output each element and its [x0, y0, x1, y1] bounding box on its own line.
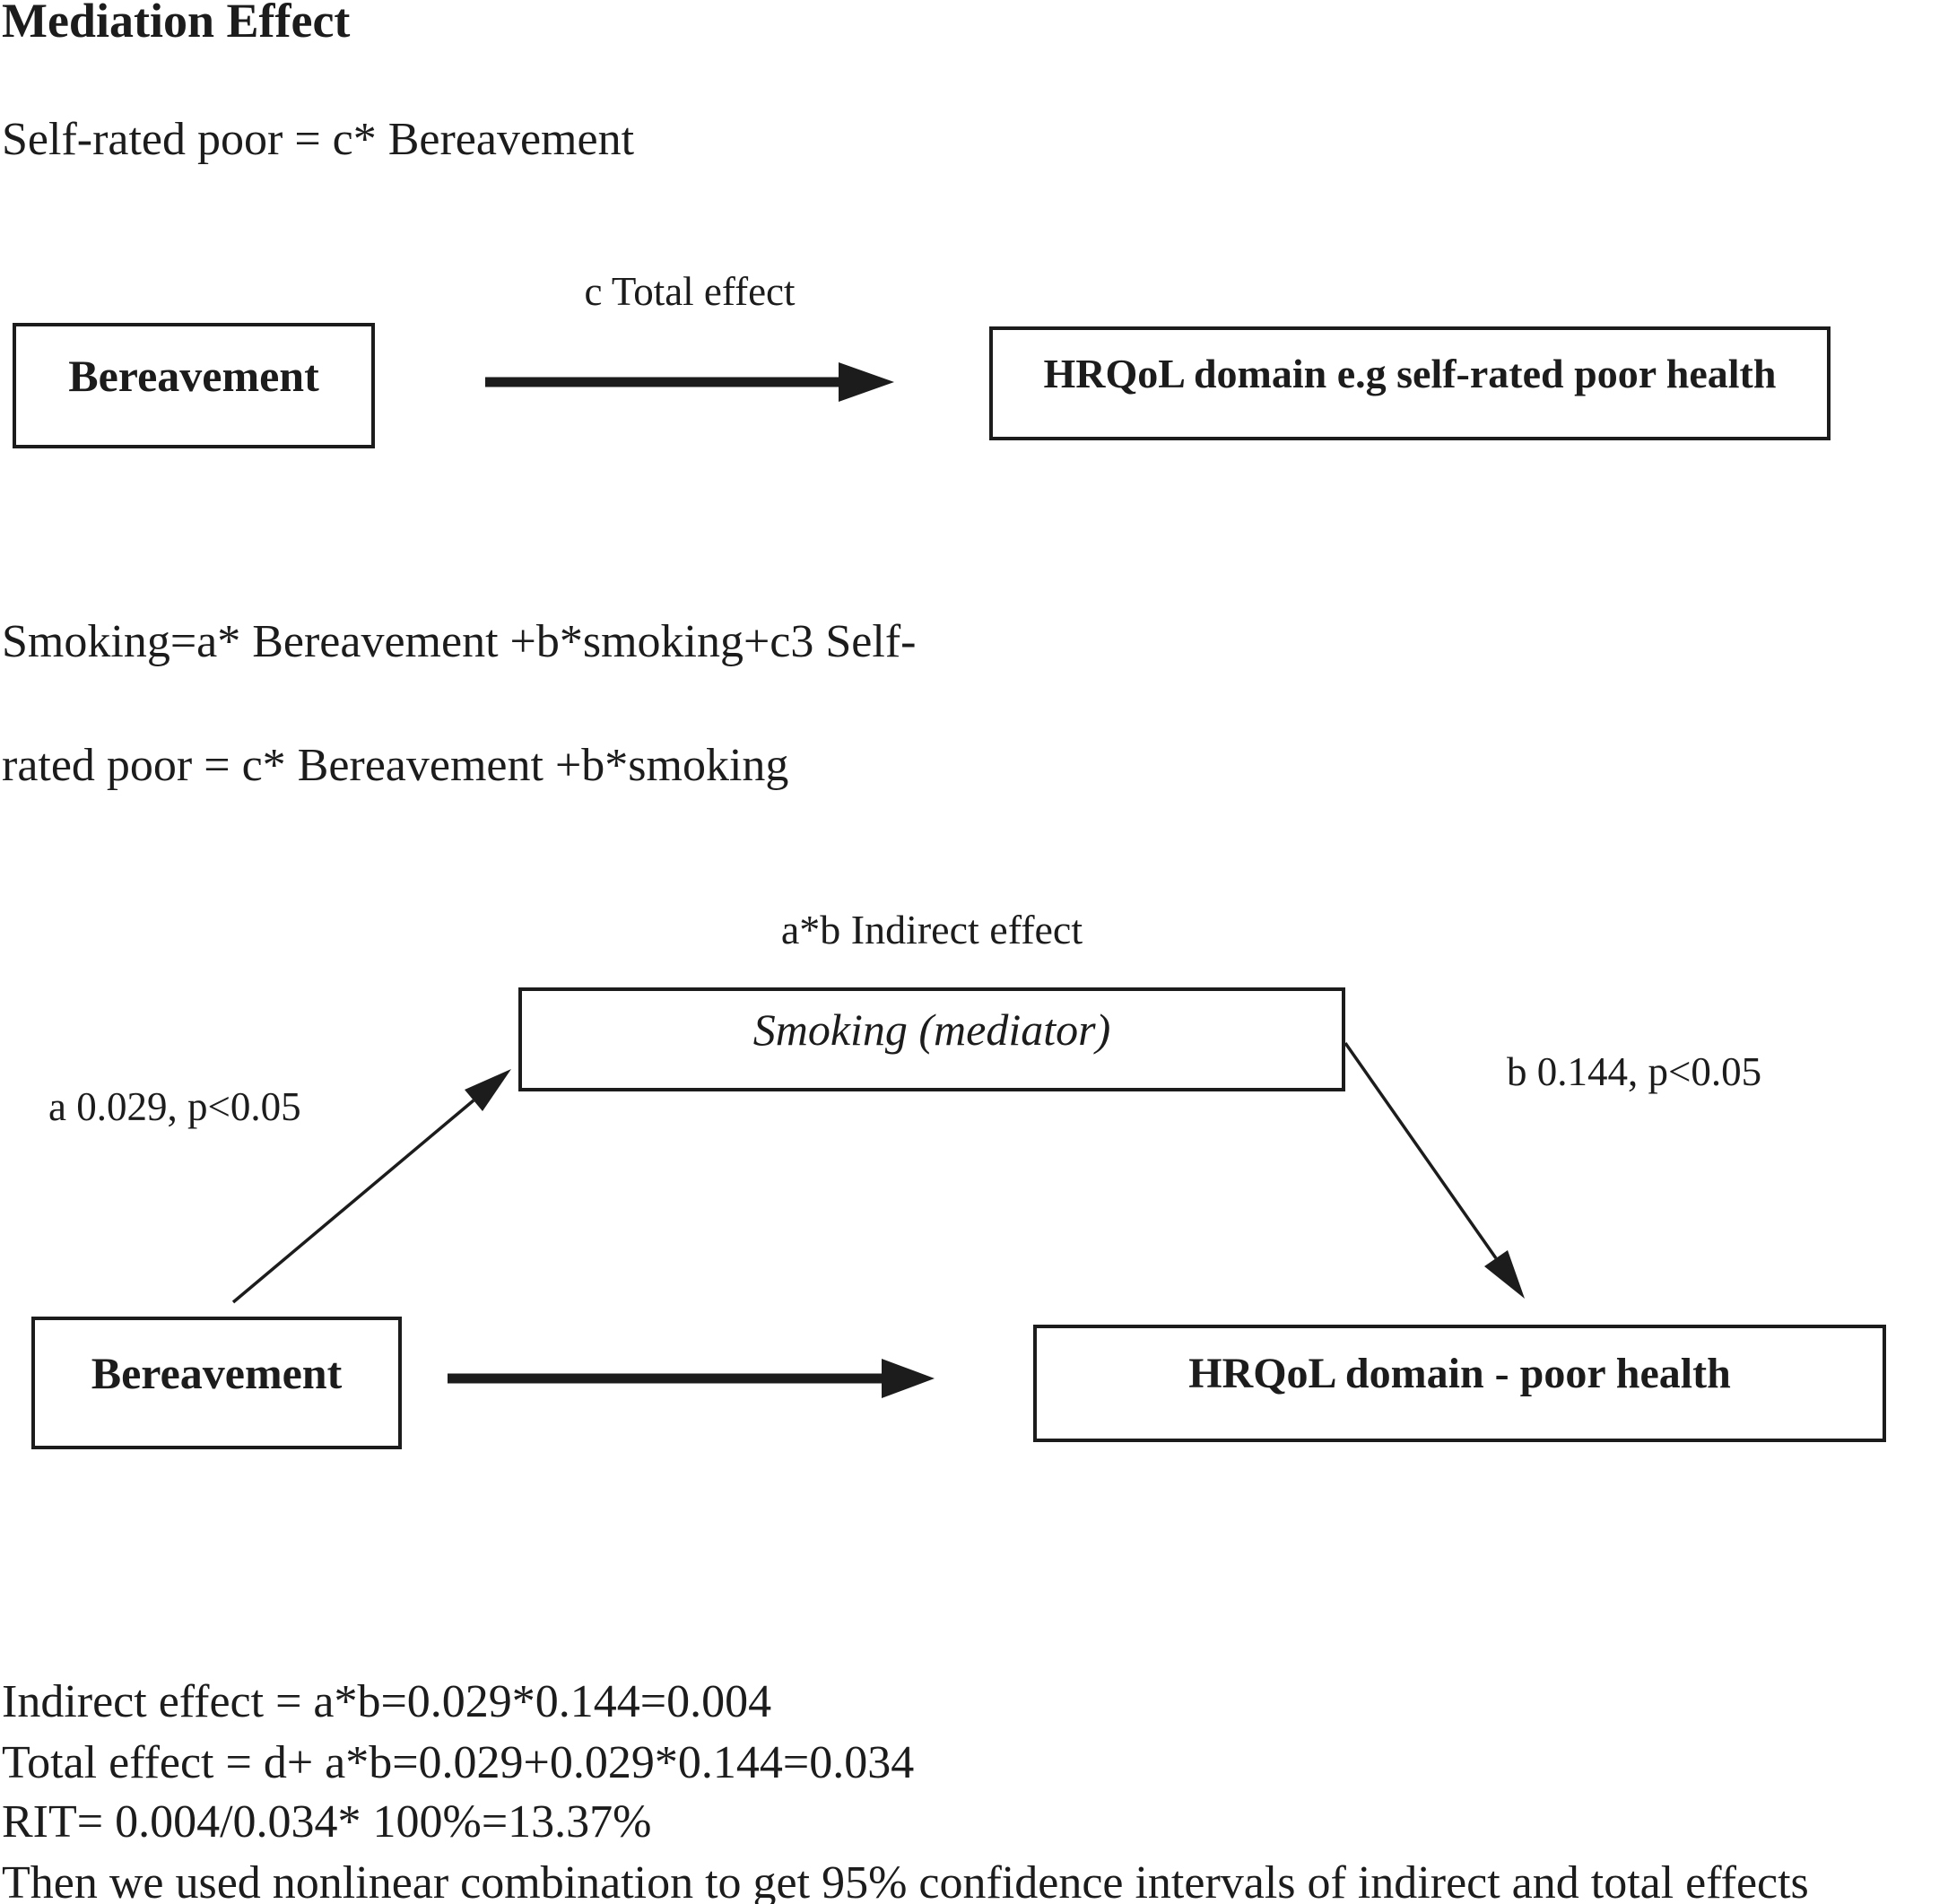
smoking-mediator-box: Smoking (mediator) — [518, 987, 1345, 1091]
result-total-effect: Total effect = d+ a*b=0.029+0.029*0.144=… — [2, 1737, 915, 1788]
path-a-coefficient-label: a 0.029, p<0.05 — [48, 1084, 301, 1129]
result-note: Then we used nonlinear combination to ge… — [2, 1857, 1809, 1904]
total-effect-arrow-label: c Total effect — [584, 269, 796, 314]
hrqol-box-bottom: HRQoL domain - poor health — [1033, 1325, 1886, 1442]
hrqol-box-top: HRQoL domain e.g self-rated poor health — [989, 326, 1831, 440]
total-effect-arrow — [485, 362, 894, 402]
equation-mediation-line2: rated poor = c* Bereavement +b*smoking — [2, 740, 789, 791]
result-rit: RIT= 0.004/0.034* 100%=13.37% — [2, 1796, 652, 1847]
equation-total-effect-model: Self-rated poor = c* Bereavement — [2, 114, 635, 165]
path-b-coefficient-label: b 0.144, p<0.05 — [1507, 1049, 1762, 1094]
indirect-effect-label: a*b Indirect effect — [780, 907, 1083, 952]
bereavement-box-bottom-label: Bereavement — [91, 1348, 343, 1398]
hrqol-box-bottom-label: HRQoL domain - poor health — [1188, 1350, 1731, 1397]
bereavement-box-bottom: Bereavement — [31, 1317, 402, 1449]
direct-effect-arrow — [448, 1359, 935, 1398]
hrqol-box-top-label: HRQoL domain e.g self-rated poor health — [1043, 351, 1777, 396]
result-indirect-effect: Indirect effect = a*b=0.029*0.144=0.004 — [2, 1676, 772, 1727]
bereavement-box-top: Bereavement — [13, 323, 375, 448]
page-title: Mediation Effect — [2, 0, 351, 48]
bereavement-box-top-label: Bereavement — [68, 351, 319, 401]
smoking-mediator-box-label: Smoking (mediator) — [752, 1004, 1111, 1055]
equation-mediation-line1: Smoking=a* Bereavement +b*smoking+c3 Sel… — [2, 616, 917, 667]
path-b-arrow — [1344, 1041, 1525, 1299]
